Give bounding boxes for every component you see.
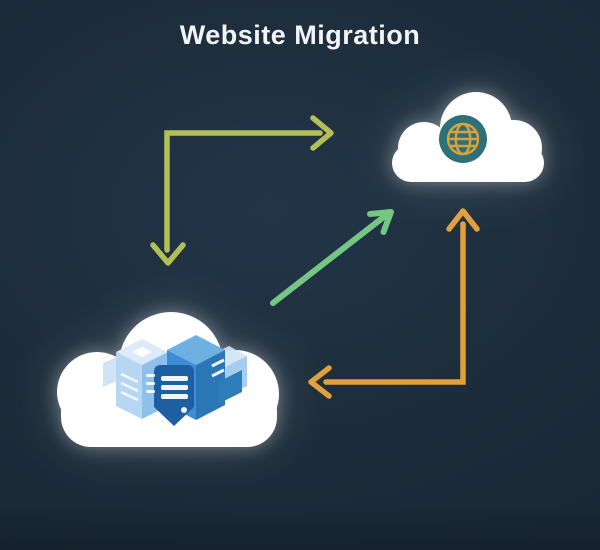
server-cloud-node — [57, 312, 279, 447]
green-arrowhead-up-right — [367, 209, 394, 235]
globe-icon — [439, 115, 487, 163]
olive-arrowhead-right — [310, 115, 334, 151]
olive-l-arrow — [150, 115, 334, 266]
tower-side-dashes — [146, 374, 155, 393]
tall-server-detail-lines — [211, 358, 225, 378]
page-title: Website Migration — [179, 20, 421, 50]
tower-bars — [161, 376, 188, 413]
web-cloud-node — [392, 92, 544, 182]
green-diagonal-arrow — [270, 209, 394, 306]
olive-arrowhead-down — [150, 242, 186, 266]
server-detail-lines — [120, 372, 139, 402]
orange-l-arrow — [308, 208, 480, 399]
orange-arrowhead-up — [446, 208, 480, 232]
server-stack-icon — [103, 335, 247, 426]
orange-arrowhead-left — [308, 365, 332, 399]
